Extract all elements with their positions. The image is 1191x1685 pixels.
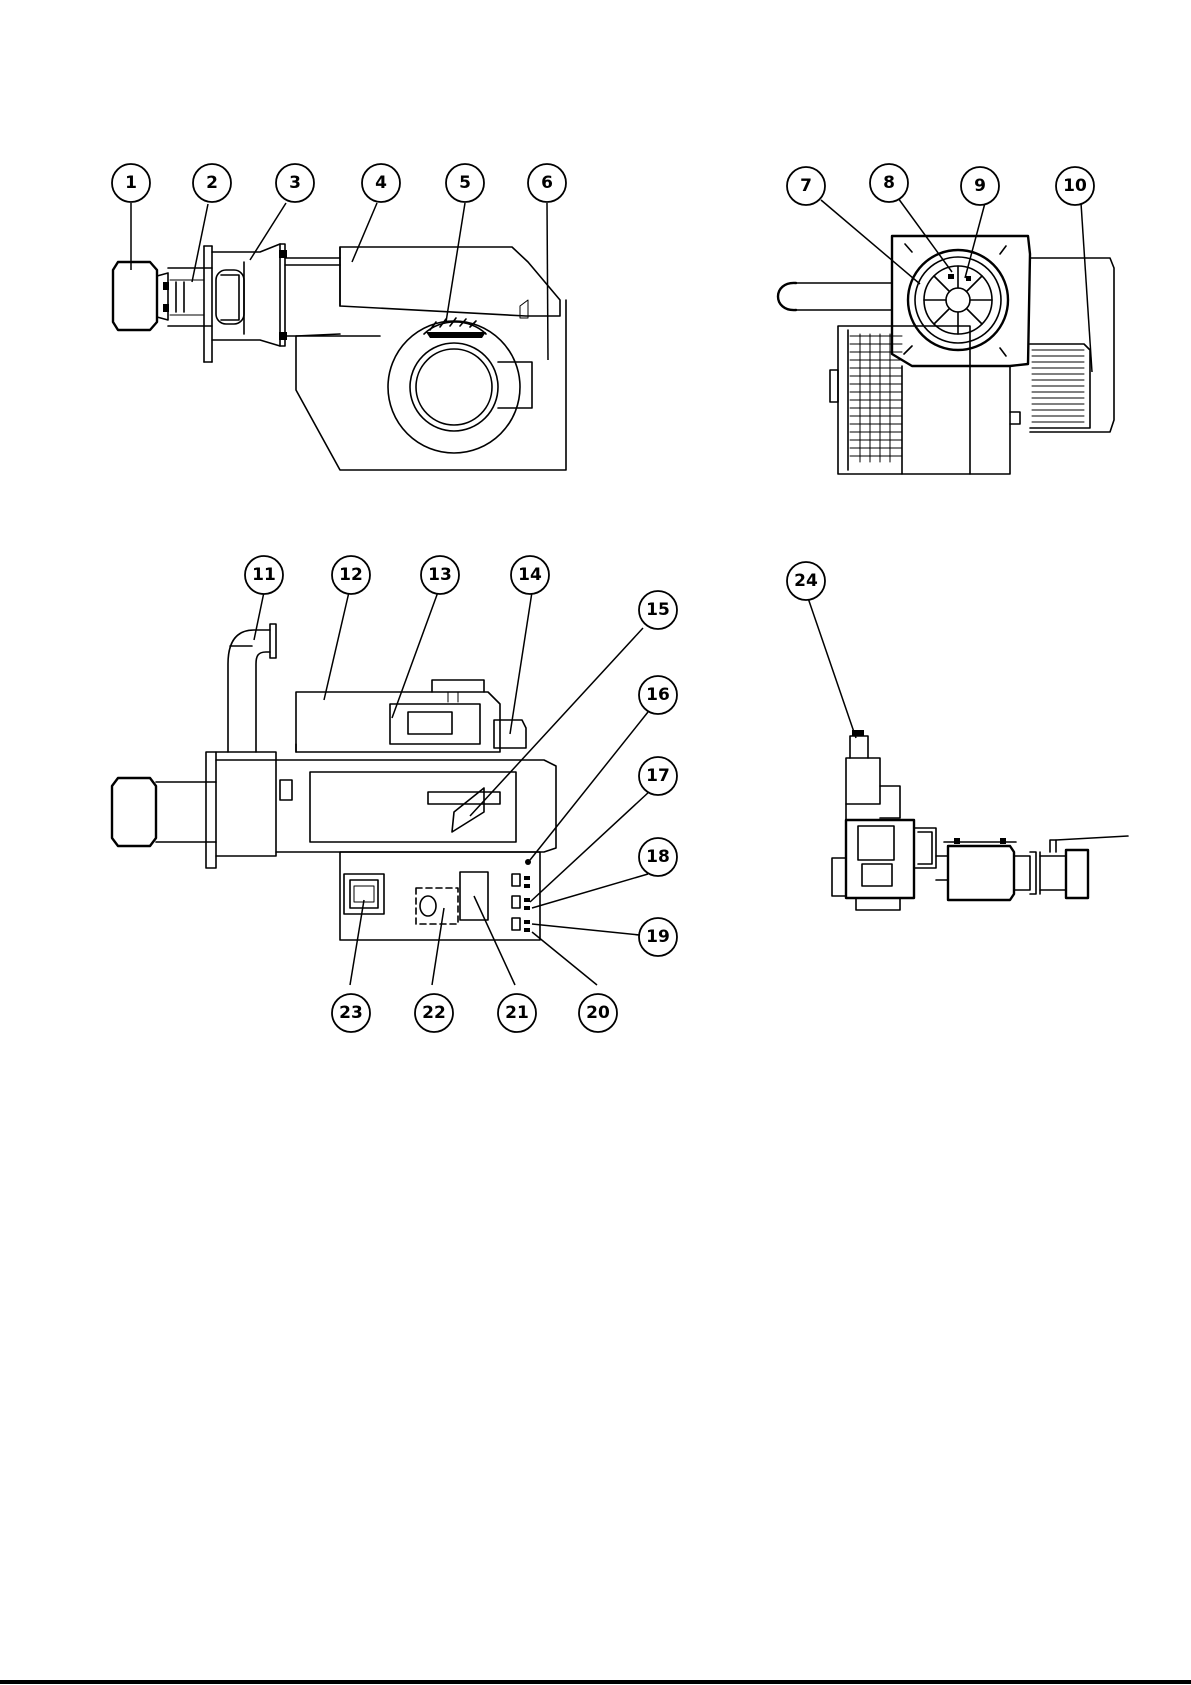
callout-14: 14 (511, 556, 549, 594)
callout-10: 10 (1056, 167, 1094, 205)
svg-text:5: 5 (459, 173, 471, 193)
svg-text:15: 15 (646, 600, 670, 620)
svg-text:10: 10 (1063, 176, 1087, 196)
svg-text:18: 18 (646, 847, 670, 867)
callout-19: 19 (639, 918, 677, 956)
svg-text:12: 12 (339, 565, 363, 585)
callout-15: 15 (639, 591, 677, 629)
callout-24: 24 (787, 562, 825, 600)
svg-text:14: 14 (518, 565, 542, 585)
svg-text:19: 19 (646, 927, 670, 947)
callout-11: 11 (245, 556, 283, 594)
callout-5: 5 (446, 164, 484, 202)
callout-7: 7 (787, 167, 825, 205)
svg-text:24: 24 (794, 571, 818, 591)
callout-21: 21 (498, 994, 536, 1032)
gas-train-view (832, 730, 1128, 910)
svg-text:3: 3 (289, 173, 301, 193)
svg-text:8: 8 (883, 173, 895, 193)
callout-13: 13 (421, 556, 459, 594)
page-bottom-rule (0, 1680, 1191, 1684)
svg-text:7: 7 (800, 176, 812, 196)
svg-text:17: 17 (646, 766, 670, 786)
callout-18: 18 (639, 838, 677, 876)
burner-top-view (112, 624, 556, 940)
callout-3: 3 (276, 164, 314, 202)
svg-text:21: 21 (505, 1003, 529, 1023)
svg-text:22: 22 (422, 1003, 446, 1023)
burner-front-view (778, 236, 1114, 474)
callout-6: 6 (528, 164, 566, 202)
svg-text:9: 9 (974, 176, 986, 196)
svg-text:2: 2 (206, 173, 218, 193)
callout-1: 1 (112, 164, 150, 202)
svg-text:1: 1 (125, 173, 137, 193)
callout-2: 2 (193, 164, 231, 202)
svg-text:20: 20 (586, 1003, 610, 1023)
callout-12: 12 (332, 556, 370, 594)
svg-text:23: 23 (339, 1003, 363, 1023)
callout-20: 20 (579, 994, 617, 1032)
svg-text:16: 16 (646, 685, 670, 705)
svg-text:4: 4 (375, 173, 387, 193)
burner-side-view (113, 244, 566, 470)
svg-text:13: 13 (428, 565, 452, 585)
callout-8: 8 (870, 164, 908, 202)
callout-22: 22 (415, 994, 453, 1032)
callout-23: 23 (332, 994, 370, 1032)
callout-4: 4 (362, 164, 400, 202)
callout-17: 17 (639, 757, 677, 795)
callout-16: 16 (639, 676, 677, 714)
svg-text:11: 11 (252, 565, 276, 585)
callout-9: 9 (961, 167, 999, 205)
svg-text:6: 6 (541, 173, 553, 193)
